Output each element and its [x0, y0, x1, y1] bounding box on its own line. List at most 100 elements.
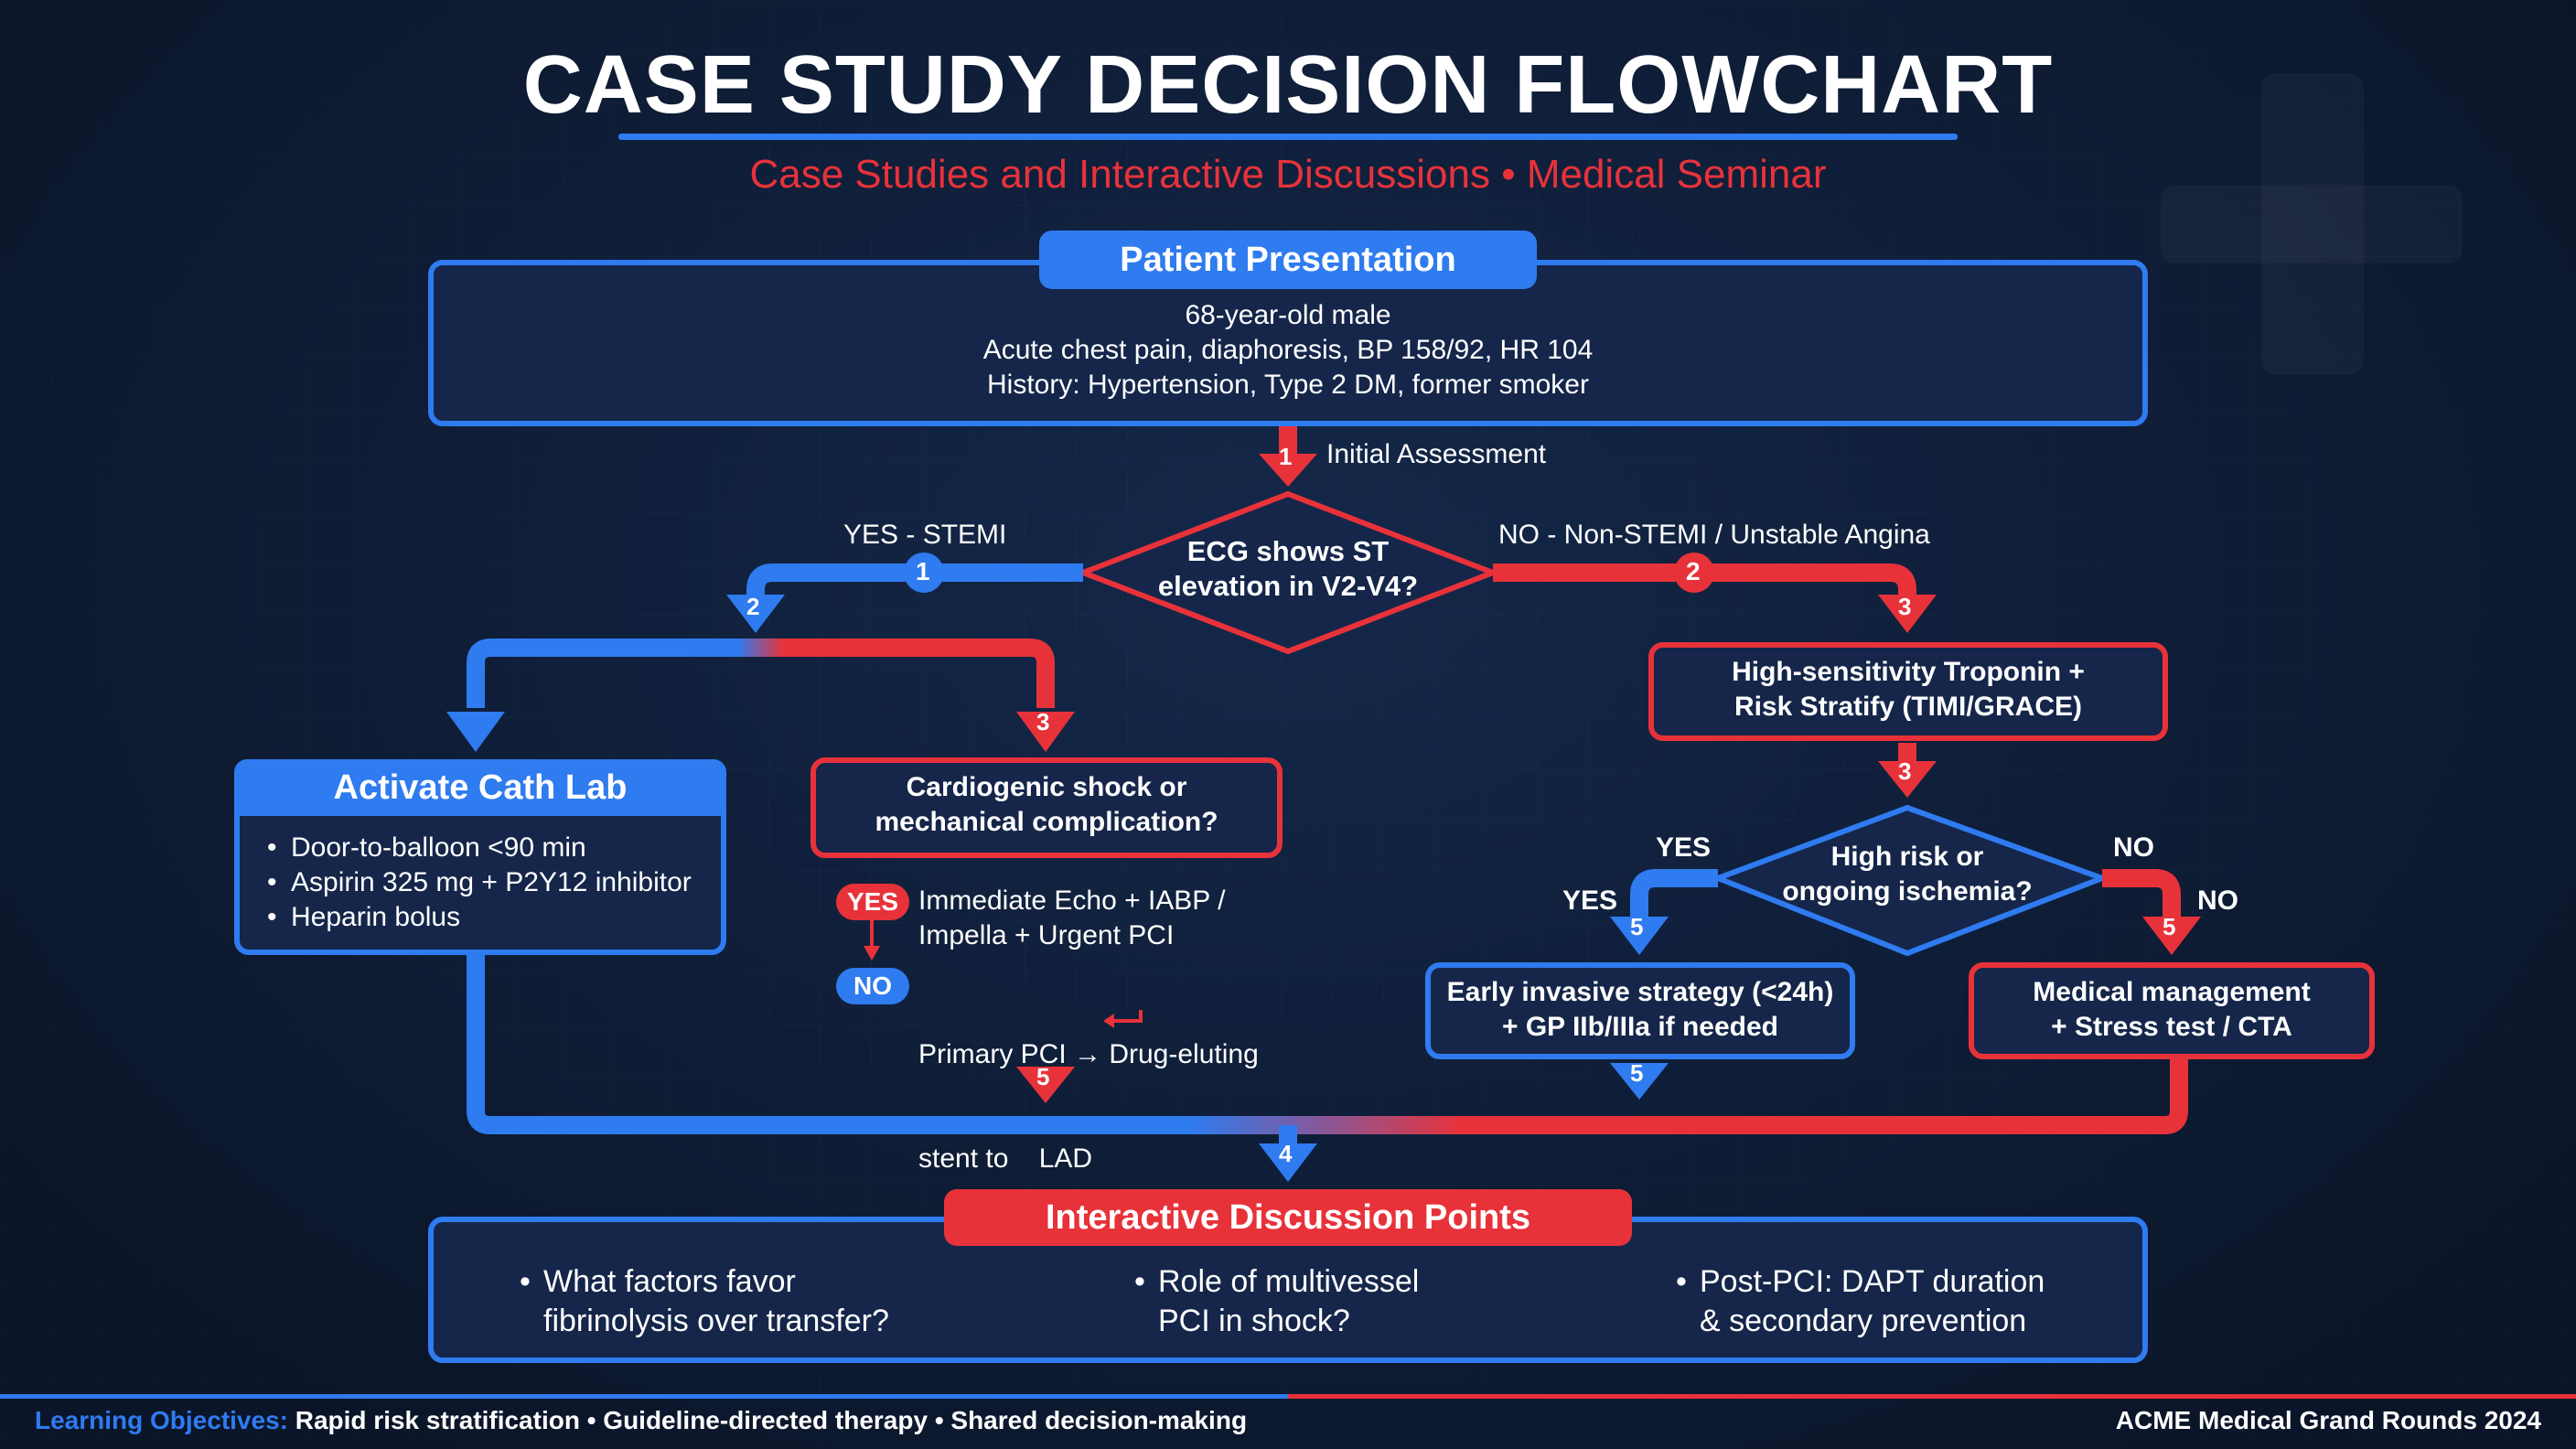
- patient-presentation-header: Patient Presentation: [1039, 231, 1537, 289]
- discussion-point: What factors favor fibrinolysis over tran…: [520, 1262, 889, 1341]
- discussion-point: Post-PCI: DAPT duration& secondary preve…: [1676, 1262, 2045, 1341]
- footer-divider-blue: [0, 1394, 1288, 1399]
- step-number-3-troponin: 3: [1898, 757, 1912, 785]
- arrowhead-discussion: [1259, 1143, 1317, 1182]
- page-subtitle: Case Studies and Interactive Discussions…: [749, 152, 1827, 197]
- step-circle-1-left: [904, 553, 944, 593]
- discussion-point-3: Post-PCI: DAPT duration& secondary preve…: [1676, 1262, 2045, 1341]
- medical-management-box: [1969, 962, 2375, 1059]
- lad-return-arrowhead: [1103, 1014, 1114, 1028]
- patient-line-2: Acute chest pain, diaphoresis, BP 158/92…: [982, 335, 1594, 365]
- footer-learning-objectives: Learning Objectives: Rapid risk stratifi…: [35, 1406, 1247, 1435]
- step-number-5-medical-top: 5: [2163, 913, 2176, 940]
- cath-lab-item: Door-to-balloon <90 min: [267, 831, 692, 865]
- risk-yes-label-side: YES: [1562, 886, 1618, 916]
- shock-question: Cardiogenic shock or mechanical complica…: [810, 770, 1283, 840]
- cath-lab-item: Aspirin 325 mg + P2Y12 inhibitor: [267, 865, 692, 900]
- step-number-4: 4: [1279, 1140, 1293, 1167]
- ecg-question: ECG shows ST elevation in V2-V4?: [1105, 534, 1471, 604]
- step-number-5-early-top: 5: [1630, 913, 1644, 940]
- risk-question-line-2: ongoing ischemia?: [1782, 876, 2033, 907]
- connector-split: [467, 639, 1055, 708]
- footer-divider-red: [1288, 1394, 2576, 1399]
- shock-question-line-1: Cardiogenic shock or: [906, 772, 1187, 802]
- discussion-point-2-line-1: Role of multivessel: [1158, 1264, 1420, 1299]
- step-number-2-left: 2: [746, 593, 760, 620]
- arrowhead-early-bottom: [1610, 1063, 1669, 1100]
- arrowhead-no-stemi: [1878, 595, 1937, 633]
- step-number-3-shock: 3: [1036, 708, 1050, 735]
- cath-lab-header: Activate Cath Lab: [234, 759, 726, 816]
- shock-question-line-2: mechanical complication?: [875, 807, 1218, 837]
- shock-yes-line-1: Immediate Echo + IABP /: [918, 886, 1226, 916]
- shock-no-line-2: stent to LAD: [918, 1143, 1093, 1174]
- step-number-5-early-bottom: 5: [1630, 1059, 1644, 1087]
- arrowhead-shock: [1016, 712, 1075, 752]
- arrowhead-cath-lab: [446, 712, 505, 752]
- discussion-point-1-line-1: What factors favor: [543, 1264, 796, 1299]
- connector-risk-yes: [1630, 869, 1718, 917]
- patient-details: 68-year-old male Acute chest pain, diaph…: [428, 298, 2148, 402]
- discussion-header: Interactive Discussion Points: [944, 1189, 1632, 1246]
- discussion-point-2-line-2: PCI in shock?: [1158, 1304, 1350, 1338]
- connector-risk-no: [2102, 869, 2181, 917]
- ecg-question-line-1: ECG shows ST: [1186, 535, 1390, 567]
- ecg-yes-label: YES - STEMI: [843, 520, 1007, 550]
- step-circle-2-right: [1674, 553, 1714, 593]
- shock-yes-pill: YES: [836, 884, 909, 920]
- shock-question-box: [810, 757, 1283, 858]
- arrowhead-medical: [2142, 917, 2201, 955]
- arrowhead-risk: [1878, 761, 1937, 798]
- lad-return-arrow: [1112, 1010, 1143, 1023]
- discussion-point-1: What factors favor fibrinolysis over tran…: [520, 1262, 889, 1341]
- early-invasive-line-2: + GP IIb/IIIa if needed: [1501, 1012, 1779, 1042]
- medical-management-text: Medical management + Stress test / CTA: [1969, 975, 2375, 1045]
- cath-lab-list: Door-to-balloon <90 min Aspirin 325 mg +…: [267, 831, 692, 935]
- patient-line-3: History: Hypertension, Type 2 DM, former…: [987, 370, 1589, 400]
- connector-ecg-no: [1493, 564, 1916, 595]
- arrowhead-ecg: [1259, 454, 1317, 487]
- early-invasive-text: Early invasive strategy (<24h) + GP IIb/…: [1425, 975, 1855, 1045]
- footer-event-name: ACME Medical Grand Rounds 2024: [2115, 1406, 2541, 1434]
- ecg-decision-diamond: [1075, 490, 1501, 655]
- medical-management-line-2: + Stress test / CTA: [2051, 1012, 2292, 1042]
- early-invasive-line-1: Early invasive strategy (<24h): [1446, 977, 1834, 1007]
- risk-question-line-1: High risk or: [1830, 842, 1984, 872]
- arrowhead-early-invasive: [1610, 917, 1669, 955]
- early-invasive-box: [1425, 962, 1855, 1059]
- medical-management-line-1: Medical management: [2033, 977, 2311, 1007]
- discussion-point-1-line-2: fibrinolysis over transfer?: [543, 1304, 889, 1338]
- shock-no-pill: NO: [836, 968, 909, 1004]
- shock-no-text: Primary PCI → Drug-eluting stent to LAD: [918, 968, 1259, 1211]
- page-title: CASE STUDY DECISION FLOWCHART: [522, 39, 2054, 131]
- shock-yes-text: Immediate Echo + IABP / Impella + Urgent…: [918, 884, 1225, 953]
- arrowhead-shock-bottom: [1016, 1067, 1075, 1103]
- risk-decision-diamond: [1710, 804, 2110, 957]
- connector-ecg-yes: [746, 564, 1083, 595]
- footer-label: Learning Objectives:: [35, 1406, 288, 1434]
- connector-bottom-bus: [467, 955, 2188, 1134]
- step-number-1-top: 1: [1279, 443, 1293, 470]
- troponin-line-2: Risk Stratify (TIMI/GRACE): [1733, 692, 2083, 722]
- shock-no-line-1: Primary PCI → Drug-eluting: [918, 1039, 1259, 1069]
- step-number-2-right: 2: [1686, 557, 1701, 585]
- step-number-5-shock: 5: [1036, 1063, 1050, 1090]
- step-label-initial-assessment: Initial Assessment: [1326, 439, 1547, 469]
- risk-no-label-top: NO: [2113, 832, 2154, 863]
- step-number-1-left: 1: [916, 557, 930, 585]
- discussion-point-3-line-2: & secondary prevention: [1700, 1304, 2027, 1338]
- patient-line-1: 68-year-old male: [1185, 300, 1391, 330]
- cath-lab-item: Heparin bolus: [267, 900, 692, 935]
- troponin-line-1: High-sensitivity Troponin +: [1732, 657, 2085, 687]
- step-number-3-right: 3: [1898, 593, 1912, 620]
- arrowhead-yes-stemi: [726, 595, 785, 633]
- risk-question: High risk or ongoing ischemia?: [1770, 840, 2045, 909]
- title-underline: [618, 134, 1958, 140]
- footer-items: Rapid risk stratification • Guideline-di…: [287, 1406, 1248, 1434]
- troponin-text: High-sensitivity Troponin + Risk Stratif…: [1648, 655, 2168, 724]
- arrowhead-yes-no: [864, 946, 880, 961]
- troponin-box: [1648, 642, 2168, 741]
